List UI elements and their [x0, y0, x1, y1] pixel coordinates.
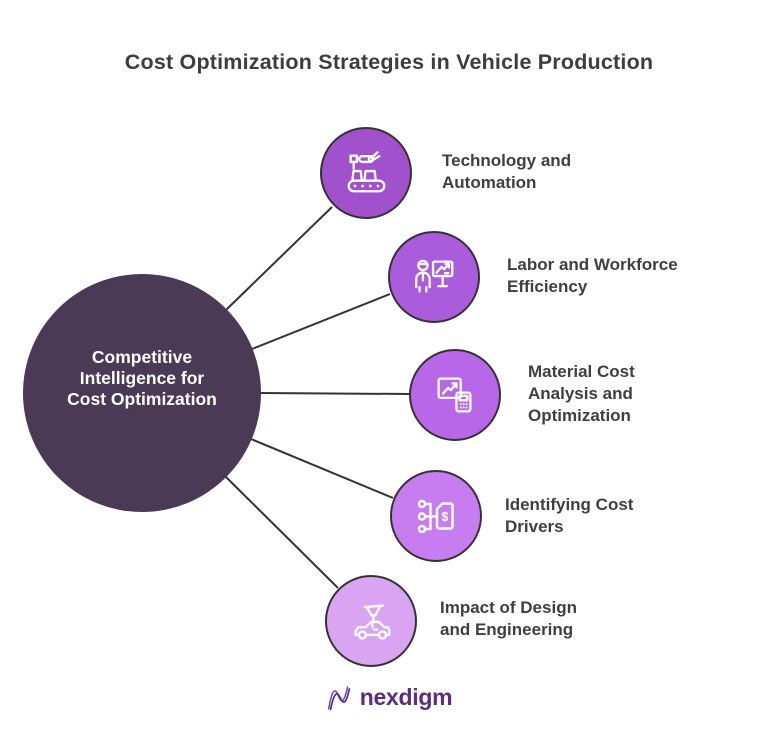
nexdigm-logo-icon	[327, 686, 350, 711]
car-design-icon	[354, 604, 391, 640]
node-material-cost	[409, 349, 501, 441]
node-design-engineering	[325, 575, 417, 667]
connector-5	[225, 476, 339, 589]
label-material-cost: Material Cost Analysis and Optimization	[528, 362, 635, 425]
connector-4	[250, 438, 394, 499]
connector-3	[259, 392, 411, 395]
central-label: Competitive Intelligence for Cost Optimi…	[67, 346, 217, 409]
footer-brand: nexdigm	[0, 681, 778, 713]
page-title: Cost Optimization Strategies in Vehicle …	[124, 50, 654, 74]
chart-calculator-icon	[437, 377, 472, 413]
hierarchy-price-tag-icon: $	[417, 499, 454, 534]
label-technology-automation: Technology and Automation	[442, 151, 572, 192]
label-cost-drivers: Identifying Cost Drivers	[505, 495, 634, 536]
central-circle: Competitive Intelligence for Cost Optimi…	[23, 274, 261, 512]
svg-text:$: $	[441, 510, 448, 524]
connector-1	[225, 206, 333, 311]
node-cost-drivers: $	[390, 470, 482, 562]
node-labor-workforce	[388, 231, 480, 323]
brand-wordmark: nexdigm	[359, 683, 453, 710]
presenter-whiteboard-icon	[415, 259, 454, 293]
label-labor-workforce: Labor and Workforce Efficiency	[507, 255, 678, 296]
connector-2	[251, 293, 391, 350]
robot-arm-conveyor-icon	[347, 151, 386, 193]
node-technology-automation	[320, 127, 412, 219]
label-design-engineering: Impact of Design and Engineering	[440, 598, 577, 639]
